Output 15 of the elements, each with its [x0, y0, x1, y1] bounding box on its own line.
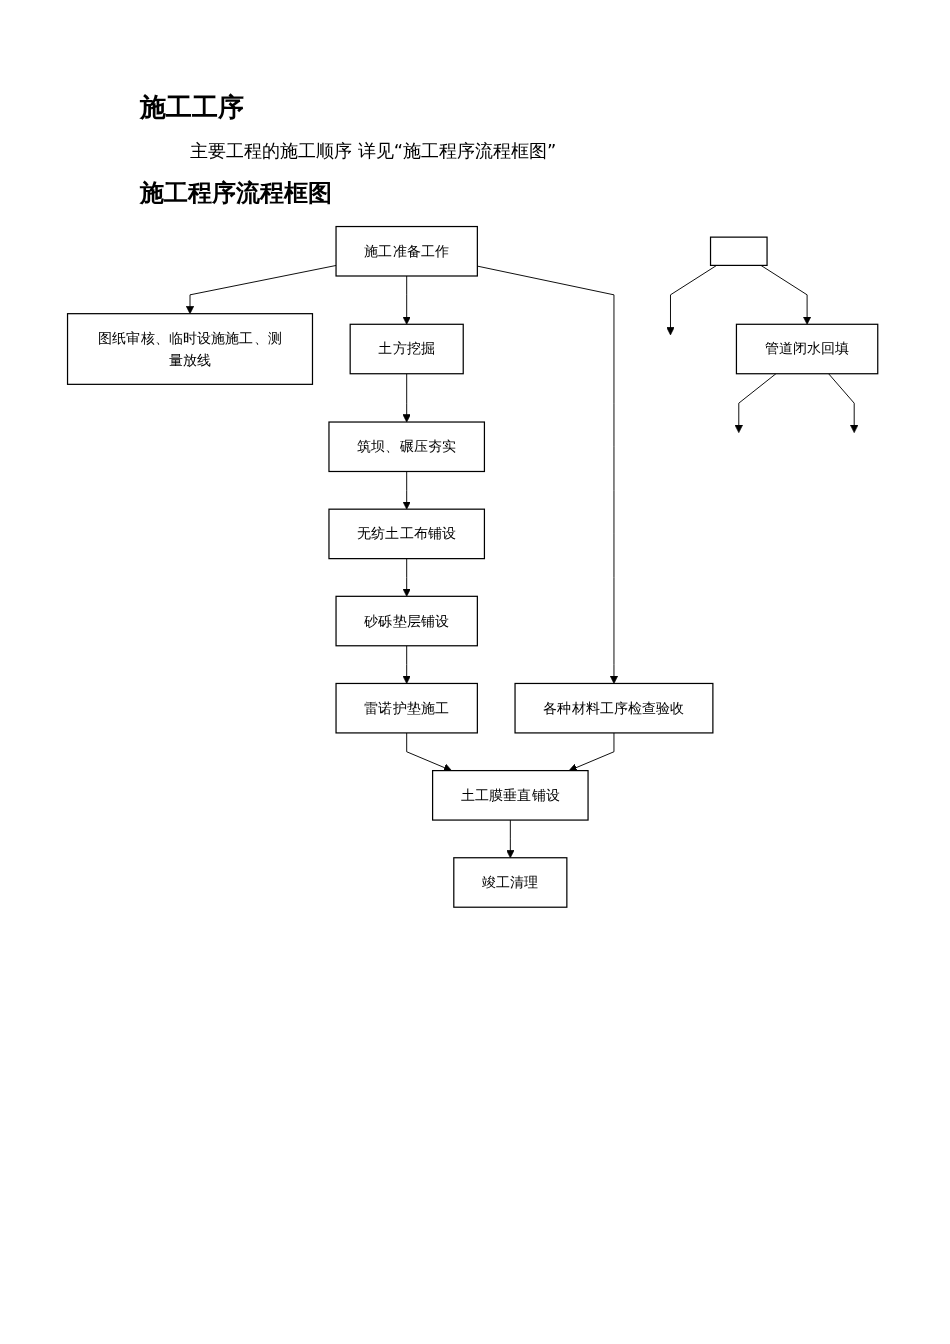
node-box: 管道闭水回填: [735, 323, 879, 375]
node-box: 竣工清理: [453, 857, 568, 908]
heading: 施工工序: [140, 91, 245, 124]
node-box: 图纸审核、临时设施施工、测量放线: [66, 313, 314, 385]
node-box: [709, 236, 768, 266]
node-box: 无纺土工布铺设: [328, 508, 486, 560]
paragraph: 主要工程的施工顺序 详见“施工程序流程框图”: [190, 139, 558, 163]
node-box: 施工准备工作: [335, 225, 478, 277]
node-box: 各种材料工序检查验收: [514, 682, 714, 734]
node-box: 土方挖掘: [349, 323, 464, 375]
node-box: 土工膜垂直铺设: [432, 770, 589, 821]
node-box: 砂砾垫层铺设: [335, 595, 478, 647]
chart-heading: 施工程序流程框图: [140, 178, 333, 209]
node-box: 雷诺护垫施工: [335, 682, 478, 734]
node-box: 筑坝、碾压夯实: [328, 421, 486, 473]
